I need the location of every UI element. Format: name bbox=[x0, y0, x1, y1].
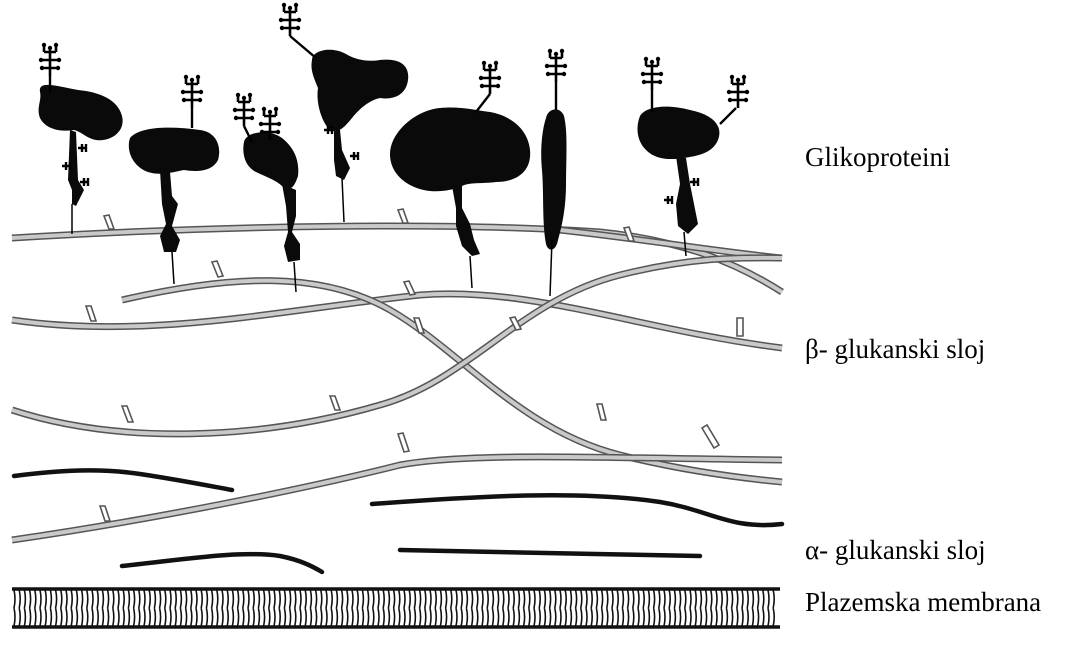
alpha-glucan-chain bbox=[372, 495, 782, 525]
glycoprotein bbox=[541, 49, 567, 296]
glycoprotein bbox=[129, 75, 219, 284]
beta-glucan-fiber bbox=[122, 281, 782, 482]
glycoprotein bbox=[279, 3, 408, 222]
label-alpha-glucan-layer: α- glukanski sloj bbox=[805, 535, 986, 565]
beta-glucan-fiber bbox=[560, 230, 782, 258]
alpha-glucan-chain bbox=[122, 554, 322, 572]
glycoprotein bbox=[233, 93, 300, 292]
label-beta-glucan-layer: β- glukanski sloj bbox=[805, 334, 985, 364]
plasma-membrane bbox=[12, 589, 780, 627]
label-plasma-membrane: Plazemska membrana bbox=[805, 587, 1041, 617]
glycoprotein bbox=[638, 57, 750, 256]
alpha-glucan-chain bbox=[400, 550, 700, 556]
beta-glucan-fiber bbox=[12, 226, 782, 292]
label-glycoproteins: Glikoproteini bbox=[805, 142, 950, 172]
glycoprotein bbox=[39, 43, 123, 234]
beta-glucan-fiber bbox=[12, 457, 782, 540]
glycoprotein bbox=[390, 61, 530, 288]
beta-glucan-layer bbox=[12, 209, 782, 540]
alpha-glucan-chain bbox=[14, 470, 232, 490]
glycoproteins bbox=[39, 3, 750, 296]
